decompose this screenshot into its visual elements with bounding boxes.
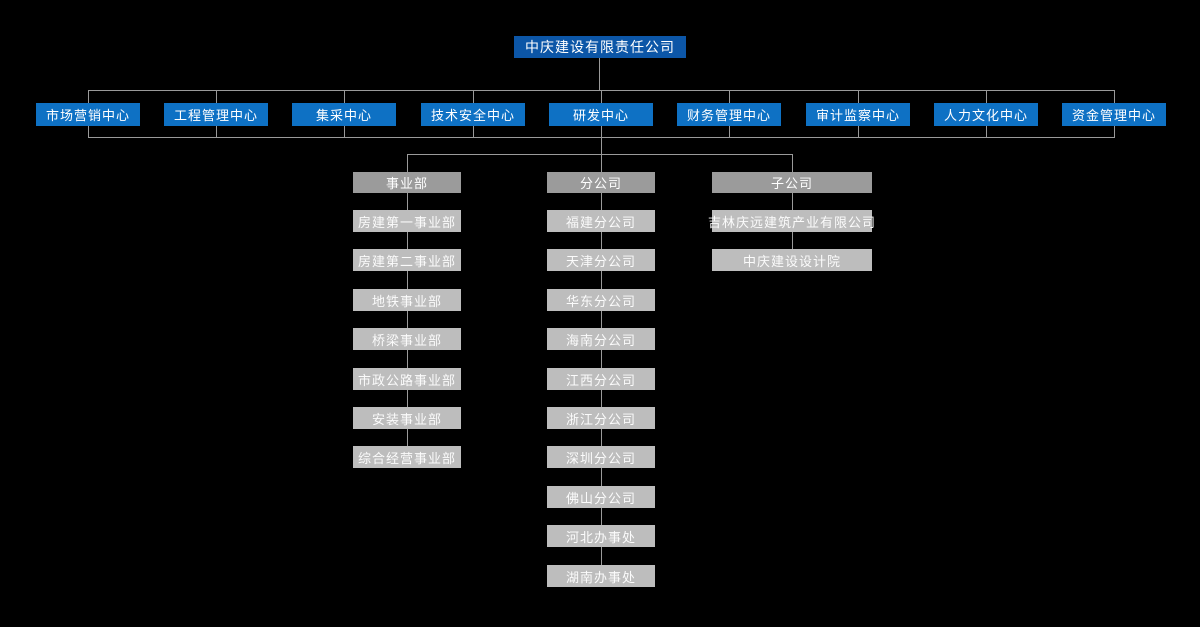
org-node-root: 中庆建设有限责任公司	[514, 36, 686, 58]
connector-group-bus	[407, 154, 793, 155]
org-node-child: 佛山分公司	[547, 486, 655, 508]
org-node-child: 房建第一事业部	[353, 210, 461, 232]
org-node-child: 安装事业部	[353, 407, 461, 429]
org-node-child: 深圳分公司	[547, 446, 655, 468]
org-node-center: 市场营销中心	[36, 103, 140, 126]
org-node-center: 研发中心	[549, 103, 653, 126]
org-node-child: 天津分公司	[547, 249, 655, 271]
connector-header-stub	[601, 154, 602, 172]
org-node-child: 市政公路事业部	[353, 368, 461, 390]
org-node-child: 吉林庆远建筑产业有限公司	[708, 210, 875, 232]
org-node-child: 华东分公司	[547, 289, 655, 311]
org-node-child: 中庆建设设计院	[712, 249, 872, 271]
org-node-group-header: 事业部	[353, 172, 461, 193]
org-node-center: 人力文化中心	[934, 103, 1038, 126]
org-node-center: 资金管理中心	[1062, 103, 1166, 126]
connector-header-stub	[792, 154, 793, 172]
connector-header-stub	[407, 154, 408, 172]
org-node-child: 地铁事业部	[353, 289, 461, 311]
org-node-child: 江西分公司	[547, 368, 655, 390]
org-node-center: 工程管理中心	[164, 103, 268, 126]
connector-root-drop	[599, 58, 600, 90]
org-node-child: 海南分公司	[547, 328, 655, 350]
connector-column-spine	[407, 193, 408, 446]
org-node-child: 浙江分公司	[547, 407, 655, 429]
org-node-child: 河北办事处	[547, 525, 655, 547]
org-node-group-header: 子公司	[712, 172, 872, 193]
org-node-center: 技术安全中心	[421, 103, 525, 126]
org-node-child: 福建分公司	[547, 210, 655, 232]
connector-mid-drop	[601, 137, 602, 154]
org-node-child: 桥梁事业部	[353, 328, 461, 350]
org-node-center: 财务管理中心	[677, 103, 781, 126]
org-node-center: 集采中心	[292, 103, 396, 126]
org-node-group-header: 分公司	[547, 172, 655, 193]
org-node-child: 湖南办事处	[547, 565, 655, 587]
org-node-child: 综合经营事业部	[353, 446, 461, 468]
org-node-child: 房建第二事业部	[353, 249, 461, 271]
org-node-center: 审计监察中心	[806, 103, 910, 126]
